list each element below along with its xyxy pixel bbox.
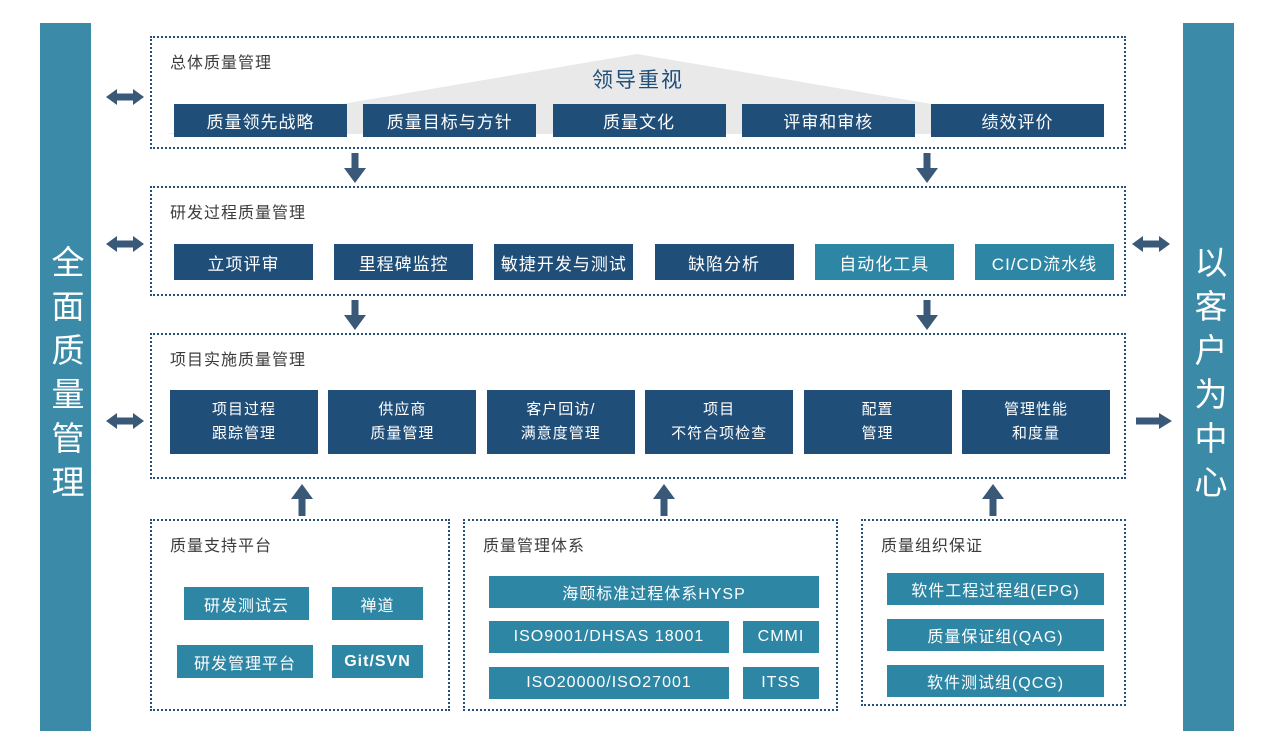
- section-support-title: 质量支持平台: [170, 538, 273, 555]
- item-epg-group: 软件工程过程组(EPG): [887, 573, 1104, 605]
- section-impl-title: 项目实施质量管理: [170, 352, 307, 369]
- down-arrow-icon-2: [916, 153, 938, 183]
- item-defect-analysis: 缺陷分析: [654, 244, 794, 280]
- down-arrow-icon-1: [344, 153, 366, 183]
- right-double-arrow-icon: [1132, 236, 1170, 252]
- item-customer-visit-satisfaction: 客户回访/ 满意度管理: [486, 390, 635, 454]
- section-quality-management-system: 质量管理体系 海颐标准过程体系HYSP ISO9001/DHSAS 18001 …: [463, 519, 838, 711]
- rd-items-row: 立项评审 里程碑监控 敏捷开发与测试 缺陷分析 自动化工具 CI/CD流水线: [174, 244, 1114, 280]
- item-supplier-quality: 供应商 质量管理: [328, 390, 477, 454]
- item-line2: 管理: [861, 425, 894, 442]
- item-line2: 质量管理: [370, 425, 435, 442]
- item-management-performance-measure: 管理性能 和度量: [961, 390, 1110, 454]
- item-cicd-pipeline: CI/CD流水线: [974, 244, 1114, 280]
- section-rd-process-quality: 研发过程质量管理 立项评审 里程碑监控 敏捷开发与测试 缺陷分析 自动化工具 C…: [150, 186, 1126, 296]
- impl-items-row: 项目过程 跟踪管理 供应商 质量管理 客户回访/ 满意度管理 项目 不符合项检查…: [170, 390, 1110, 454]
- item-line2: 不符合项检查: [671, 425, 768, 442]
- item-line1: 客户回访/: [526, 401, 596, 418]
- item-project-process-tracking: 项目过程 跟踪管理: [170, 390, 318, 454]
- item-line2: 跟踪管理: [211, 425, 276, 442]
- item-iso20000-iso27001: ISO20000/ISO27001: [489, 667, 729, 699]
- item-cmmi: CMMI: [743, 621, 819, 653]
- down-arrow-icon-4: [916, 300, 938, 330]
- item-configuration-management: 配置 管理: [803, 390, 952, 454]
- item-line2: 和度量: [1011, 425, 1060, 442]
- right-bar-label: 以客户为中心: [1190, 245, 1227, 509]
- section-org-title: 质量组织保证: [881, 538, 984, 555]
- left-double-arrow-icon-3: [106, 413, 144, 429]
- item-performance-eval: 绩效评价: [931, 104, 1104, 137]
- item-hysp-standard-process: 海颐标准过程体系HYSP: [489, 576, 819, 608]
- item-rd-test-cloud: 研发测试云: [184, 587, 309, 620]
- item-quality-goals-policy: 质量目标与方针: [363, 104, 537, 137]
- item-quality-leading-strategy: 质量领先战略: [174, 104, 347, 137]
- item-itss: ITSS: [743, 667, 819, 699]
- item-project-initiation-review: 立项评审: [174, 244, 313, 280]
- section-overall-quality: 领导重视 总体质量管理 质量领先战略 质量目标与方针 质量文化 评审和审核 绩效…: [150, 36, 1126, 149]
- section-project-impl-quality: 项目实施质量管理 项目过程 跟踪管理 供应商 质量管理 客户回访/ 满意度管理 …: [150, 333, 1126, 479]
- item-zentao: 禅道: [332, 587, 423, 620]
- item-nonconformity-check: 项目 不符合项检查: [645, 390, 794, 454]
- item-iso9001-dhsas18001: ISO9001/DHSAS 18001: [489, 621, 729, 653]
- section-quality-org-assurance: 质量组织保证 软件工程过程组(EPG) 质量保证组(QAG) 软件测试组(QCG…: [861, 519, 1126, 706]
- item-line1: 项目: [703, 401, 736, 418]
- item-qag-group: 质量保证组(QAG): [887, 619, 1104, 651]
- section-overall-title: 总体质量管理: [170, 55, 273, 72]
- item-line1: 供应商: [378, 401, 427, 418]
- leadership-banner-label: 领导重视: [592, 69, 684, 92]
- up-arrow-icon-3: [982, 484, 1004, 516]
- item-qcg-group: 软件测试组(QCG): [887, 665, 1104, 697]
- item-line2: 满意度管理: [520, 425, 601, 442]
- item-line1: 配置: [861, 401, 894, 418]
- section-qms-title: 质量管理体系: [483, 538, 586, 555]
- left-bar-label: 全面质量管理: [47, 245, 84, 509]
- section-quality-support-platform: 质量支持平台 研发测试云 禅道 研发管理平台 Git/SVN: [150, 519, 450, 711]
- item-milestone-monitoring: 里程碑监控: [334, 244, 474, 280]
- left-double-arrow-icon-2: [106, 236, 144, 252]
- section-rd-title: 研发过程质量管理: [170, 205, 307, 222]
- item-review-audit: 评审和审核: [741, 104, 915, 137]
- item-line1: 管理性能: [1003, 401, 1068, 418]
- item-automation-tools: 自动化工具: [814, 244, 954, 280]
- right-bar-customer-centric: 以客户为中心: [1183, 23, 1234, 731]
- item-line1: 项目过程: [211, 401, 276, 418]
- down-arrow-icon-3: [344, 300, 366, 330]
- right-single-arrow-icon: [1136, 413, 1172, 429]
- overall-items-row: 质量领先战略 质量目标与方针 质量文化 评审和审核 绩效评价: [174, 104, 1104, 137]
- up-arrow-icon-1: [291, 484, 313, 516]
- left-bar-total-quality: 全面质量管理: [40, 23, 91, 731]
- item-git-svn: Git/SVN: [332, 645, 423, 678]
- item-agile-dev-testing: 敏捷开发与测试: [494, 244, 634, 280]
- up-arrow-icon-2: [653, 484, 675, 516]
- left-double-arrow-icon-1: [106, 89, 144, 105]
- item-quality-culture: 质量文化: [552, 104, 726, 137]
- item-rd-management-platform: 研发管理平台: [177, 645, 313, 678]
